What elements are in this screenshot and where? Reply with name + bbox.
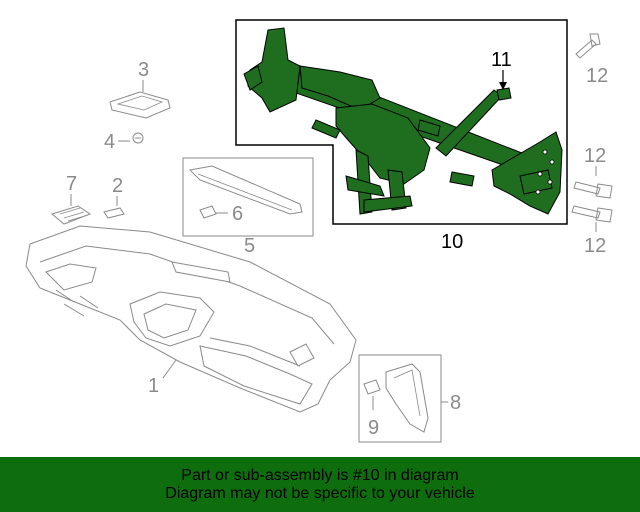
callout-12-mid: 12 xyxy=(584,145,606,167)
part-8-frame xyxy=(358,354,442,443)
part-10-frame xyxy=(235,19,568,225)
part-8-side-cover[interactable] xyxy=(385,363,429,433)
part-1-instrument-panel[interactable] xyxy=(25,225,357,413)
callout-7: 7 xyxy=(66,173,77,195)
callout-1: 1 xyxy=(148,375,159,397)
steering-hanger-beam[interactable] xyxy=(243,27,563,215)
parts-diagram: 11 10 12 12 12 3 4 7 2 6 5 xyxy=(25,19,613,443)
part-12-bolt-mid[interactable] xyxy=(573,166,613,199)
part-4-screw[interactable] xyxy=(132,132,144,144)
banner-line-1: Part or sub-assembly is #10 in diagram xyxy=(181,466,459,484)
callout-12-top: 12 xyxy=(586,65,608,87)
part-2-clip[interactable] xyxy=(103,207,125,219)
part-5-frame xyxy=(182,157,314,237)
bracket-holes xyxy=(535,149,555,195)
callout-10: 10 xyxy=(441,231,463,253)
part-9-clip[interactable] xyxy=(363,379,381,395)
part-5-defroster-garnish[interactable] xyxy=(188,165,303,215)
banner-line-2: Diagram may not be specific to your vehi… xyxy=(165,484,475,502)
callout-11: 11 xyxy=(491,49,512,71)
leader-1 xyxy=(162,359,177,379)
callout-6: 6 xyxy=(232,203,243,225)
callout-9: 9 xyxy=(368,417,379,439)
part-12-bolt-low[interactable] xyxy=(571,205,613,232)
callout-5: 5 xyxy=(244,235,255,257)
part-6-clip[interactable] xyxy=(199,205,217,219)
part-7-grille[interactable] xyxy=(50,205,92,225)
callout-4: 4 xyxy=(104,131,115,153)
part-3-cover[interactable] xyxy=(109,91,171,119)
part-11-clip[interactable] xyxy=(496,70,512,101)
callout-8: 8 xyxy=(450,392,461,414)
callout-3: 3 xyxy=(138,59,149,81)
callout-12-low: 12 xyxy=(584,235,606,257)
callout-2: 2 xyxy=(112,175,123,197)
info-banner: Part or sub-assembly is #10 in diagram D… xyxy=(0,457,640,512)
part-12-bolt-top[interactable] xyxy=(575,33,601,59)
